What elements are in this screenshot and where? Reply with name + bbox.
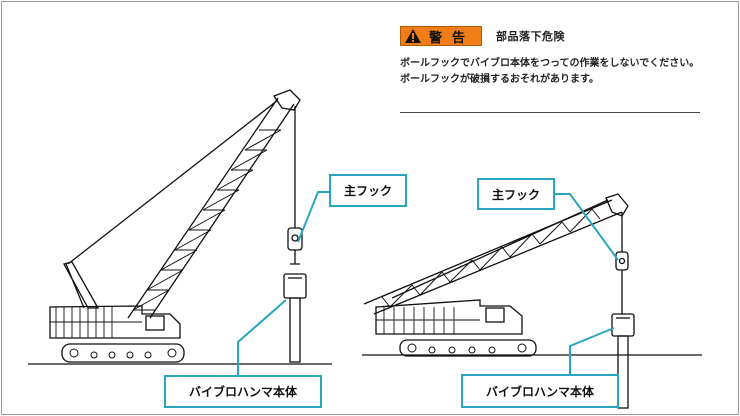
right-crane [363,193,635,409]
label-vibro-hammer-left: バイブロハンマ本体 [164,375,322,408]
left-boom-lower-chord [127,97,279,319]
left-crane [49,89,307,363]
warning-notice: 警告 部品落下危険 ボールフックでバイブロ本体をつっての作業をしないでください。… [400,26,700,88]
warning-body-line1: ボールフックでバイブロ本体をつっての作業をしないでください。 [400,58,700,69]
left-crawler [61,343,185,363]
warning-badge-label: 警告 [429,30,476,46]
right-vibro-body [611,313,635,337]
callout-leaders [237,191,619,375]
warning-header: 警告 部品落下危険 [400,26,700,46]
right-pendant [391,199,609,299]
left-boom-upper-chord [149,103,295,319]
left-boom-tip [273,89,301,111]
left-operator-cab [145,315,165,331]
warning-body-line2: ボールフックが破損するおそれがあります。 [400,74,599,85]
right-pile [617,335,629,409]
warning-divider [400,112,700,113]
left-pile [289,297,301,363]
right-boom-upper-chord [373,211,623,315]
leader-vibro-right [569,327,615,374]
leader-mainhook-left [297,191,329,243]
leader-vibro-left [237,299,287,375]
right-operator-cab [485,307,505,323]
label-main-hook-right: 主フック [477,178,555,210]
warning-badge: 警告 [400,26,483,46]
right-cab-body [375,299,523,335]
right-hook-block [615,251,629,271]
warning-triangle-icon [405,29,421,43]
label-vibro-hammer-right: バイブロハンマ本体 [461,374,619,408]
right-boom-tip [605,193,629,217]
warning-body: ボールフックでバイブロ本体をつっての作業をしないでください。 ボールフックが破損… [400,56,700,88]
warning-title: 部品落下危険 [496,30,566,43]
label-main-hook-left: 主フック [329,174,407,207]
right-crawler [399,339,537,357]
left-pendant [67,99,279,265]
leader-mainhook-right [555,193,619,261]
